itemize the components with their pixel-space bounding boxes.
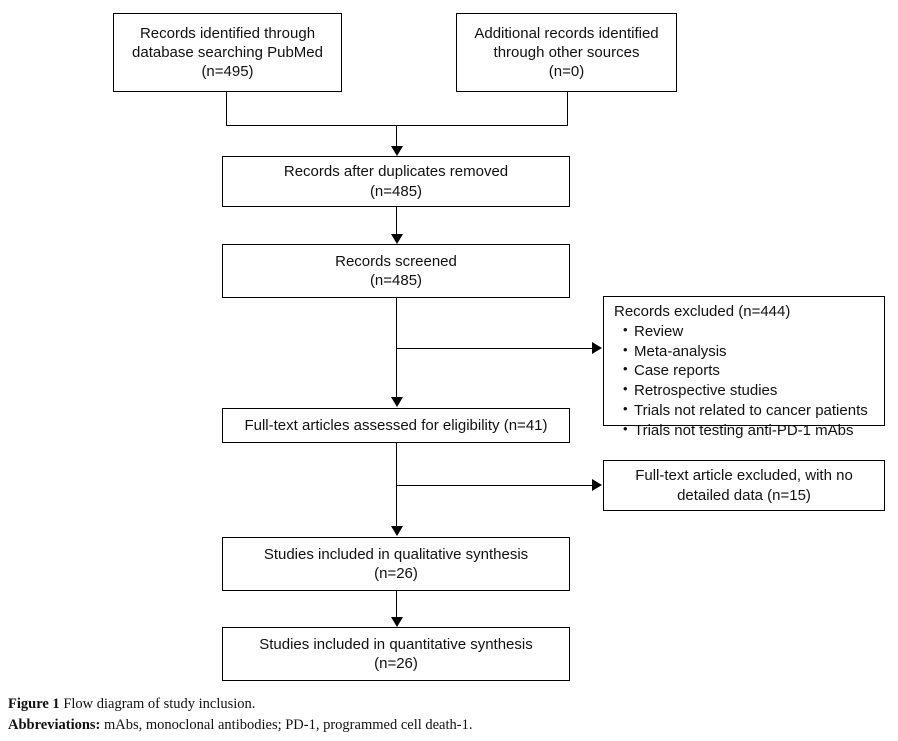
node-line: database searching PubMed xyxy=(132,43,323,61)
connector-qualitative-to-quantitative xyxy=(396,591,397,618)
arrow-to-duplicates-icon xyxy=(391,146,403,156)
node-records-excluded: Records excluded (n=444) Review Meta-ana… xyxy=(603,296,885,439)
prisma-flow-diagram: Records identified through database sear… xyxy=(0,0,898,690)
node-line: Full-text article excluded, with no xyxy=(635,467,853,485)
node-line: Studies included in qualitative synthesi… xyxy=(263,545,529,563)
caption-figure-label: Figure 1 xyxy=(8,696,60,712)
figure-caption: Figure 1 Flow diagram of study inclusion… xyxy=(8,694,888,736)
arrow-to-screened-icon xyxy=(391,234,403,244)
caption-abbrev-text: mAbs, monoclonal antibodies; PD-1, progr… xyxy=(100,717,473,734)
node-line: Records identified through xyxy=(139,24,316,42)
list-item: Retrospective studies xyxy=(623,380,876,401)
connector-screened-to-excluded xyxy=(396,348,592,349)
node-count: detailed data (n=15) xyxy=(677,486,811,504)
node-count: (n=485) xyxy=(369,272,423,289)
node-records-after-duplicates-removed: Records after duplicates removed (n=485) xyxy=(222,156,570,207)
node-records-screened: Records screened (n=485) xyxy=(222,244,570,298)
list-item: Trials not related to cancer patients xyxy=(623,400,876,421)
node-records-identified: Records identified through database sear… xyxy=(113,13,342,92)
node-fulltext-article-excluded: Full-text article excluded, with no deta… xyxy=(603,460,885,511)
connector-fulltext-to-ftexcluded xyxy=(396,485,592,486)
list-item: Trials not testing anti-PD-1 mAbs xyxy=(623,420,876,441)
list-item: Review xyxy=(623,321,876,342)
records-excluded-reason-list: Review Meta-analysis Case reports Retros… xyxy=(614,321,876,441)
node-count: (n=26) xyxy=(374,565,418,582)
arrow-to-ftexcluded-icon xyxy=(592,479,602,491)
node-count: (n=0) xyxy=(548,63,585,81)
caption-abbrev-label: Abbreviations: xyxy=(8,717,101,734)
node-line: Records after duplicates removed xyxy=(283,163,509,181)
connector-identified-down xyxy=(226,92,227,126)
caption-figure-text: Flow diagram of study inclusion. xyxy=(59,696,256,712)
node-count: (n=485) xyxy=(369,182,423,200)
arrow-to-excluded-icon xyxy=(592,342,602,354)
arrow-to-fulltext-icon xyxy=(391,397,403,407)
node-additional-records: Additional records identified through ot… xyxy=(456,13,677,92)
node-line: Full-text articles assessed for eligibil… xyxy=(244,416,548,434)
node-studies-qualitative-synthesis: Studies included in qualitative synthesi… xyxy=(222,537,570,591)
node-studies-quantitative-synthesis: Studies included in quantitative synthes… xyxy=(222,627,570,681)
connector-merge-bar xyxy=(226,125,568,126)
node-count: (n=26) xyxy=(374,655,418,672)
node-count: (n=495) xyxy=(201,63,254,81)
node-fulltext-articles-assessed: Full-text articles assessed for eligibil… xyxy=(222,408,570,443)
node-line: Additional records identified xyxy=(474,24,659,42)
caption-line-title: Figure 1 Flow diagram of study inclusion… xyxy=(8,694,888,715)
list-item: Meta-analysis xyxy=(623,341,876,362)
connector-duplicates-to-screened xyxy=(396,207,397,235)
node-line: Studies included in quantitative synthes… xyxy=(259,635,533,653)
node-line: through other sources xyxy=(493,43,640,61)
node-line: Records screened xyxy=(335,252,457,270)
records-excluded-title: Records excluded (n=444) xyxy=(614,303,791,320)
list-item: Case reports xyxy=(623,360,876,381)
caption-line-abbreviations: Abbreviations: mAbs, monoclonal antibodi… xyxy=(8,715,888,736)
arrow-to-qualitative-icon xyxy=(391,526,403,536)
arrow-to-quantitative-icon xyxy=(391,617,403,627)
connector-additional-down xyxy=(567,92,568,126)
connector-merge-to-duplicates xyxy=(396,125,397,148)
